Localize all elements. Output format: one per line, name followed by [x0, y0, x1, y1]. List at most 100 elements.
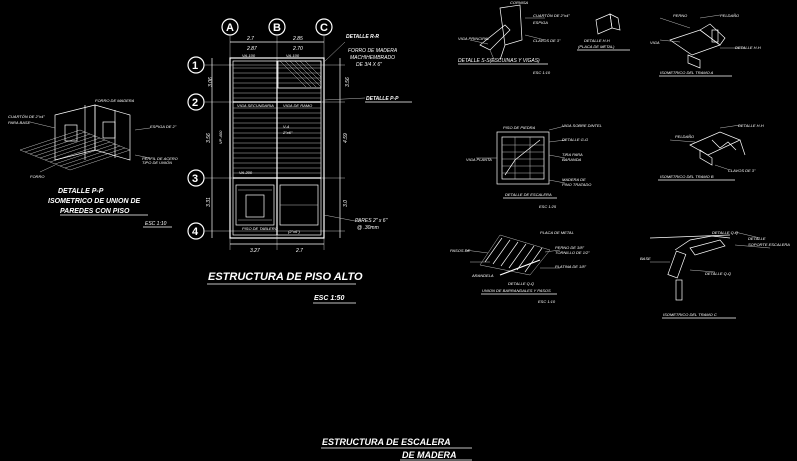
iso-a-title: ISOMETRICO DEL TRAMO A [660, 70, 714, 75]
callout-detalle-rr: DETALLE R-R [346, 34, 379, 40]
svg-text:3.56: 3.56 [345, 77, 351, 87]
svg-text:MACHIHEMBRADO: MACHIHEMBRADO [350, 55, 395, 61]
floor-structure-plan: A B C 1 2 3 4 2.7 [187, 18, 412, 304]
plan-title: ESTRUCTURA DE PISO ALTO [208, 271, 363, 283]
grid-bubbles-rows: 1 2 3 4 [187, 56, 205, 240]
svg-text:DETALLE Q-Q: DETALLE Q-Q [705, 271, 731, 276]
svg-text:CORNISA: CORNISA [510, 0, 529, 5]
detail-qq: PLACA DE METAL PASOS DE PERNO DE 3/8" TO… [450, 230, 590, 304]
iso-c-title: ISOMETRICO DEL TRAMO C [663, 312, 717, 317]
svg-text:3.06: 3.06 [208, 77, 214, 87]
grid-label-3: 3 [192, 173, 198, 185]
svg-text:PELDAÑO: PELDAÑO [720, 13, 739, 18]
svg-text:CUARTÓN DE 2"x4": CUARTÓN DE 2"x4" [533, 13, 570, 18]
svg-text:VA-100: VA-100 [286, 53, 300, 58]
grid-label-4: 4 [192, 226, 199, 238]
svg-text:BASE: BASE [640, 256, 651, 261]
svg-text:PASOS DE: PASOS DE [450, 248, 470, 253]
svg-text:2.7: 2.7 [246, 36, 254, 42]
iso-tramo-c: DETALLE Q-Q DETALLE SOPORTE ESCALERA DET… [640, 230, 790, 319]
detail-pp-title-3: PAREDES CON PISO [60, 208, 130, 215]
svg-text:CLAVOS DE 3": CLAVOS DE 3" [533, 38, 561, 43]
svg-text:VIGA SECUNDARIA: VIGA SECUNDARIA [237, 103, 274, 108]
svg-text:PISO DE TABLERO: PISO DE TABLERO [242, 226, 278, 231]
svg-text:VIGA PRINCIPAL: VIGA PRINCIPAL [458, 36, 489, 41]
svg-text:VIGA PLANTA: VIGA PLANTA [466, 157, 492, 162]
iso-b-title: ISOMETRICO DEL TRAMO B [660, 174, 714, 179]
detail-pp-title-1: DETALLE P-P [58, 188, 104, 195]
svg-text:FORRO DE MADERA: FORRO DE MADERA [348, 48, 398, 54]
svg-text:ESC 1:10: ESC 1:10 [533, 70, 551, 75]
detail-pp-scale: ESC 1:10 [145, 221, 167, 227]
svg-text:2"x6": 2"x6" [282, 130, 293, 135]
detail-pp-isometric: CUARTÓN DE 2"x4" PARA BASE FORRO DE MADE… [8, 98, 178, 228]
svg-text:TIPO DE UNIÓN: TIPO DE UNIÓN [142, 160, 172, 165]
grid-label-a: A [226, 22, 234, 34]
svg-text:ESC 1:25: ESC 1:25 [539, 204, 557, 209]
svg-text:2.85: 2.85 [292, 36, 303, 42]
svg-text:TIRA PARA: TIRA PARA [562, 152, 583, 157]
svg-text:PERNO DE 3/8": PERNO DE 3/8" [555, 245, 585, 250]
detail-ss: CORNISA VIGA PRINCIPAL CUARTÓN DE 2"x4" … [458, 0, 570, 75]
svg-text:3.0: 3.0 [343, 200, 349, 207]
drawing-title-line-1: ESTRUCTURA DE ESCALERA [322, 437, 451, 447]
detail-qq-title-1: DETALLE Q-Q [508, 281, 534, 286]
svg-text:VA-200: VA-200 [239, 170, 253, 175]
svg-text:3.27: 3.27 [250, 248, 260, 254]
svg-text:DETALLE H-H: DETALLE H-H [735, 45, 761, 50]
svg-text:(2"x6"): (2"x6") [288, 229, 301, 234]
svg-text:DE 3/4 X 6": DE 3/4 X 6" [356, 62, 382, 68]
detail-escalera: PISO DE PIEDRA VIGA SOBRE DINTEL DETALLE… [466, 123, 602, 209]
detail-hh-title-2: (PLACA DE METAL) [578, 44, 615, 49]
callout-detalle-pp: DETALLE P-P [366, 96, 399, 102]
svg-text:PARA BASE: PARA BASE [8, 120, 31, 125]
svg-text:3.31: 3.31 [206, 197, 212, 207]
svg-text:PELDAÑO: PELDAÑO [675, 134, 694, 139]
svg-text:VA-100: VA-100 [242, 53, 256, 58]
svg-text:V-4: V-4 [283, 124, 290, 129]
svg-text:2.70: 2.70 [292, 46, 303, 52]
grid-bubbles-columns: A B C [221, 18, 333, 36]
svg-text:CUARTÓN DE 2"x4": CUARTÓN DE 2"x4" [8, 114, 45, 119]
drawing-title-line-2: DE MADERA [402, 450, 457, 460]
svg-text:FORRO: FORRO [30, 174, 44, 179]
svg-text:PERFIL DE ACERO: PERFIL DE ACERO [142, 156, 178, 161]
svg-text:CLAVOS DE 3": CLAVOS DE 3" [728, 168, 756, 173]
svg-text:2.87: 2.87 [246, 46, 257, 52]
detail-hh: DETALLE H-H (PLACA DE METAL) [577, 13, 630, 51]
svg-text:4.59: 4.59 [343, 133, 349, 143]
svg-text:PLATINA DE 1/8": PLATINA DE 1/8" [555, 264, 587, 269]
svg-text:ESPIGA DE 2": ESPIGA DE 2" [150, 124, 177, 129]
grid-label-1: 1 [192, 60, 198, 72]
svg-text:DETALLE G-G: DETALLE G-G [562, 137, 588, 142]
svg-text:MADERA DE: MADERA DE [562, 177, 586, 182]
svg-text:3.56: 3.56 [206, 133, 212, 143]
svg-text:VIGA DE RAMO: VIGA DE RAMO [283, 103, 312, 108]
detail-qq-title-2: UNION DE BARRANDALES Y PASOS [482, 288, 551, 293]
svg-text:ESPIGA: ESPIGA [533, 20, 548, 25]
detail-ss-title: DETALLE S-S(ESCUINAS Y VIGAS) [458, 58, 540, 64]
svg-text:VP-400: VP-400 [218, 130, 223, 144]
svg-text:BARANDA: BARANDA [562, 157, 582, 162]
svg-text:PLACA DE METAL: PLACA DE METAL [540, 230, 574, 235]
grid-label-2: 2 [192, 97, 198, 109]
detail-hh-title-1: DETALLE H-H [584, 38, 610, 43]
svg-text:DETALLE Q-Q: DETALLE Q-Q [712, 230, 738, 235]
svg-text:SOPORTE ESCALERA: SOPORTE ESCALERA [748, 242, 790, 247]
detail-escalera-title: DETALLE DE ESCALERA [505, 192, 552, 197]
svg-text:VIGA SOBRE DINTEL: VIGA SOBRE DINTEL [562, 123, 602, 128]
svg-text:PINO TRATADO: PINO TRATADO [562, 182, 591, 187]
svg-text:ESC 1:10: ESC 1:10 [538, 299, 556, 304]
svg-text:FORRO DE MADERA: FORRO DE MADERA [95, 98, 135, 103]
svg-text:TORNILLO DE 1/2": TORNILLO DE 1/2" [555, 250, 590, 255]
svg-text:ARANDELA: ARANDELA [471, 273, 494, 278]
svg-text:@ .30mm: @ .30mm [357, 225, 379, 231]
plan-scale: ESC 1:50 [314, 295, 344, 302]
svg-text:VIGA: VIGA [650, 40, 660, 45]
svg-text:DETALLE H-H: DETALLE H-H [738, 123, 764, 128]
drawing-title-block: ESTRUCTURA DE ESCALERA DE MADERA [321, 437, 472, 461]
svg-text:PERNO: PERNO [673, 13, 687, 18]
iso-tramo-b: DETALLE H-H PELDAÑO CLAVOS DE 3" ISOMETR… [658, 123, 764, 181]
svg-text:DETALLE: DETALLE [748, 236, 766, 241]
